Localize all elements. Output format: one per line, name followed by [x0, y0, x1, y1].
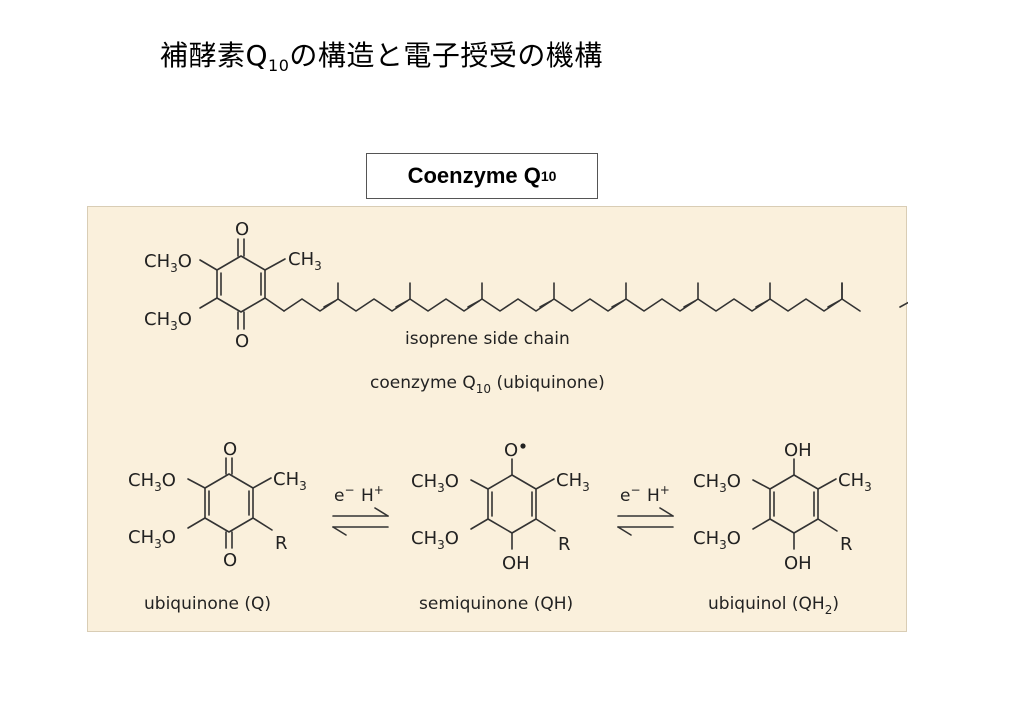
coq10-methyl-label: CH3 [288, 249, 322, 273]
radical-dot [520, 443, 526, 449]
slide-title: 補酵素Q10の構造と電子授受の機構 [160, 34, 603, 75]
ubiquinone-r-bond [252, 517, 273, 531]
ubiquinone-methoxy1-label: CH3O [128, 470, 176, 494]
ubiquinone-structure: O O CH3O CH3O CH3 R ubiquinone (Q) [128, 439, 307, 614]
ubiquinol-methoxy1-label: CH3O [693, 471, 741, 495]
chemistry-diagram: O O CH3O CH3O CH3 isoprene side chain co… [128, 219, 908, 617]
ubiquinol-methyl-bond [817, 478, 837, 490]
ubiquinone-o-bottom: O [223, 550, 237, 571]
semiquinone-methoxy1-bond [470, 479, 489, 490]
isoprene-double-bond [611, 300, 624, 308]
ubiquinol-caption: ubiquinol (QH2) [708, 594, 839, 617]
semiquinone-r-bond [535, 518, 556, 532]
coq10-oxygen-top: O [235, 219, 249, 240]
semiquinone-ring [487, 474, 537, 534]
coq10-oxygen-bottom: O [235, 331, 249, 352]
ubiquinol-ring [769, 474, 819, 534]
ubiquinol-methoxy2-label: CH3O [693, 528, 741, 552]
arrow2-proton: H+ [647, 483, 670, 506]
ubiquinol-methoxy1-bond [752, 479, 771, 490]
isoprene-side-chain [283, 298, 861, 312]
semiquinone-methoxy2-bond [470, 518, 489, 530]
side-chain-label: isoprene side chain [405, 329, 570, 349]
ubiquinol-methyl-label: CH3 [838, 470, 872, 494]
coq10-ring [216, 255, 266, 313]
coq10-methyl-bond [264, 258, 286, 271]
side-chain-link [264, 297, 285, 312]
coq10-methoxy1-bond [199, 259, 218, 271]
isoprene-double-bond [323, 300, 336, 308]
title-rest: の構造と電子授受の機構 [289, 39, 603, 72]
arrow1-back-head [332, 526, 347, 536]
ubiquinone-methyl-bond [252, 477, 272, 489]
semiquinone-r-label: R [558, 534, 571, 555]
semiquinone-methyl-bond [535, 478, 555, 490]
arrow1-proton: H+ [361, 483, 384, 506]
ubiquinol-structure: OH OH CH3O CH3O CH3 R ubiquinol (QH2) [693, 440, 872, 617]
coq10-methoxy1-label: CH3O [144, 251, 192, 275]
semiquinone-methoxy1-label: CH3O [411, 471, 459, 495]
ubiquinone-methyl-label: CH3 [273, 469, 307, 493]
ubiquinone-o-top: O [223, 439, 237, 460]
ubiquinone-caption: ubiquinone (Q) [144, 594, 271, 614]
semiquinone-caption: semiquinone (QH) [419, 594, 573, 614]
ubiquinol-oh-bottom: OH [784, 553, 812, 574]
semiquinone-structure: O OH CH3O CH3O CH3 R semiquinone (QH) [411, 440, 590, 614]
coq10-methoxy2-bond [199, 297, 218, 309]
semiquinone-o-radical: O [504, 440, 518, 461]
ubiquinol-oh-top: OH [784, 440, 812, 461]
ubiquinol-r-label: R [840, 534, 853, 555]
isoprene-branches [323, 282, 908, 308]
isoprene-double-bond [683, 300, 696, 308]
isoprene-double-bond [899, 301, 908, 308]
ubiquinone-methoxy2-label: CH3O [128, 527, 176, 551]
arrow1-forward-head [374, 507, 389, 517]
coq10-structure: O O CH3O CH3O CH3 isoprene side chain co… [144, 219, 908, 396]
ubiquinol-methoxy2-bond [752, 518, 771, 530]
ubiquinone-ring [204, 473, 254, 533]
coq10-methoxy2-label: CH3O [144, 309, 192, 333]
semiquinone-oh: OH [502, 553, 530, 574]
ubiquinone-methoxy2-bond [187, 517, 206, 529]
label-subscript: 10 [540, 168, 557, 184]
title-main: 補酵素Q [160, 39, 269, 72]
label-text: Coenzyme Q [407, 163, 541, 188]
title-subscript: 10 [268, 56, 290, 75]
ubiquinone-methoxy1-bond [187, 478, 206, 489]
arrow2-electron: e− [620, 483, 641, 506]
redox-arrow-2: e− H+ [617, 483, 674, 536]
arrow2-back-head [617, 526, 632, 536]
redox-arrow-1: e− H+ [332, 483, 389, 536]
isoprene-double-bond [827, 300, 840, 308]
arrow2-forward-head [659, 507, 674, 517]
chemistry-panel: O O CH3O CH3O CH3 isoprene side chain co… [87, 206, 908, 632]
isoprene-double-bond [395, 300, 408, 308]
semiquinone-methoxy2-label: CH3O [411, 528, 459, 552]
semiquinone-methyl-label: CH3 [556, 470, 590, 494]
coenzyme-q10-caption: coenzyme Q10 (ubiquinone) [370, 373, 605, 396]
isoprene-double-bond [539, 300, 552, 308]
isoprene-double-bond [467, 300, 480, 308]
ubiquinone-r-label: R [275, 533, 288, 554]
ubiquinol-r-bond [817, 518, 838, 532]
arrow1-electron: e− [334, 483, 355, 506]
isoprene-double-bond [755, 300, 768, 308]
